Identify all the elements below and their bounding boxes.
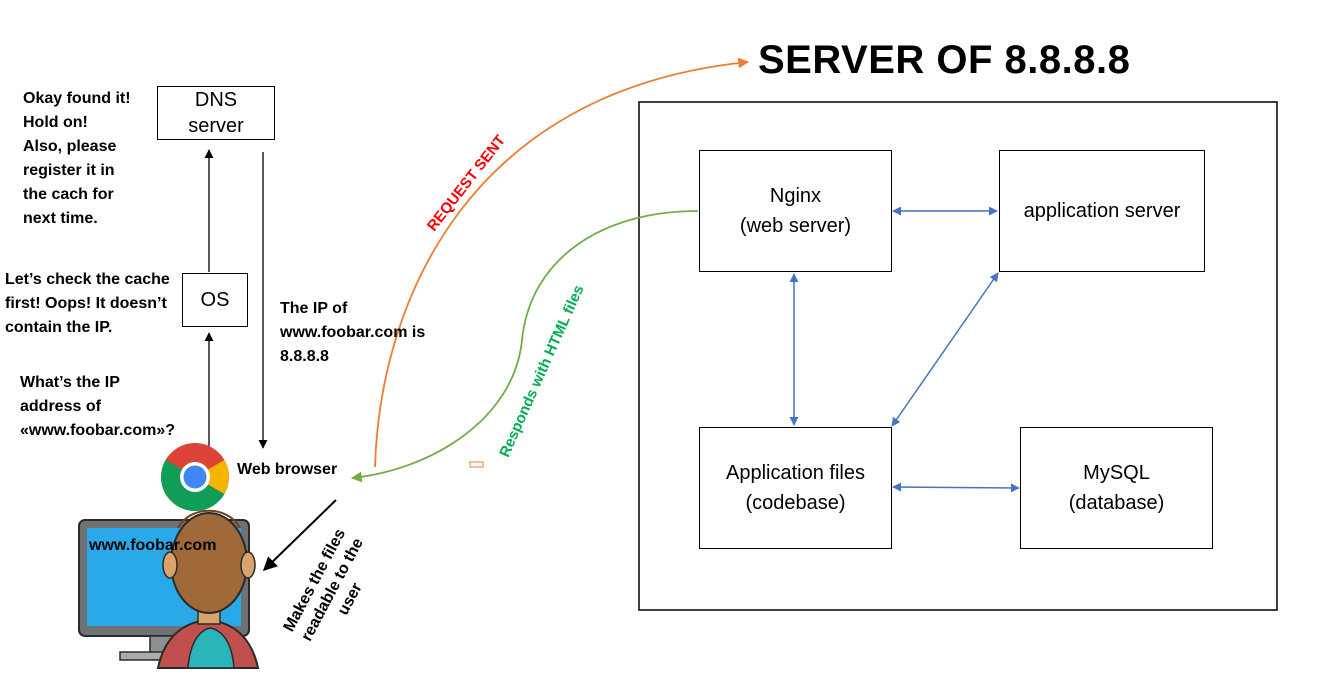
server-title: SERVER OF 8.8.8.8 [758, 38, 1131, 82]
ask-ip-note: What’s the IP address of «www.foobar.com… [20, 374, 175, 439]
server-container [638, 101, 1278, 611]
dns-server-label: DNS server [188, 89, 244, 137]
mysql-box: MySQL (database) [1020, 427, 1213, 549]
app-server-label: application server [1023, 200, 1181, 222]
check-cache-note: Let’s check the cache first! Oops! It do… [5, 271, 170, 336]
arrow-appserver-appfiles [891, 272, 999, 427]
small-marker [469, 461, 484, 468]
user-icon [156, 509, 260, 669]
response-arrow [350, 210, 699, 483]
web-browser-label: Web browser [237, 461, 338, 478]
dns-found-note: Okay found it! Hold on! Also, please reg… [23, 90, 131, 227]
ip-answer-note: The IP of www.foobar.com is 8.8.8.8 [280, 300, 426, 365]
response-label: Responds with HTML files [496, 283, 587, 460]
app-files-label: Application files (codebase) [726, 462, 865, 514]
nginx-label: Nginx (web server) [739, 185, 852, 237]
mysql-label: MySQL (database) [1068, 462, 1165, 514]
os-label: OS [200, 289, 230, 311]
nginx-box: Nginx (web server) [699, 150, 892, 272]
request-arrow [374, 57, 750, 468]
dns-server-box: DNS server [157, 86, 275, 140]
os-box: OS [182, 273, 248, 327]
request-label: REQUEST SENT [424, 132, 509, 234]
app-files-box: Application files (codebase) [699, 427, 892, 549]
screen-url-label: www.foobar.com [89, 537, 217, 554]
app-server-box: application server [999, 150, 1205, 272]
chrome-icon [161, 443, 229, 511]
arrow-browser-to-user [262, 499, 337, 571]
arrow-appfiles-mysql [892, 482, 1020, 493]
